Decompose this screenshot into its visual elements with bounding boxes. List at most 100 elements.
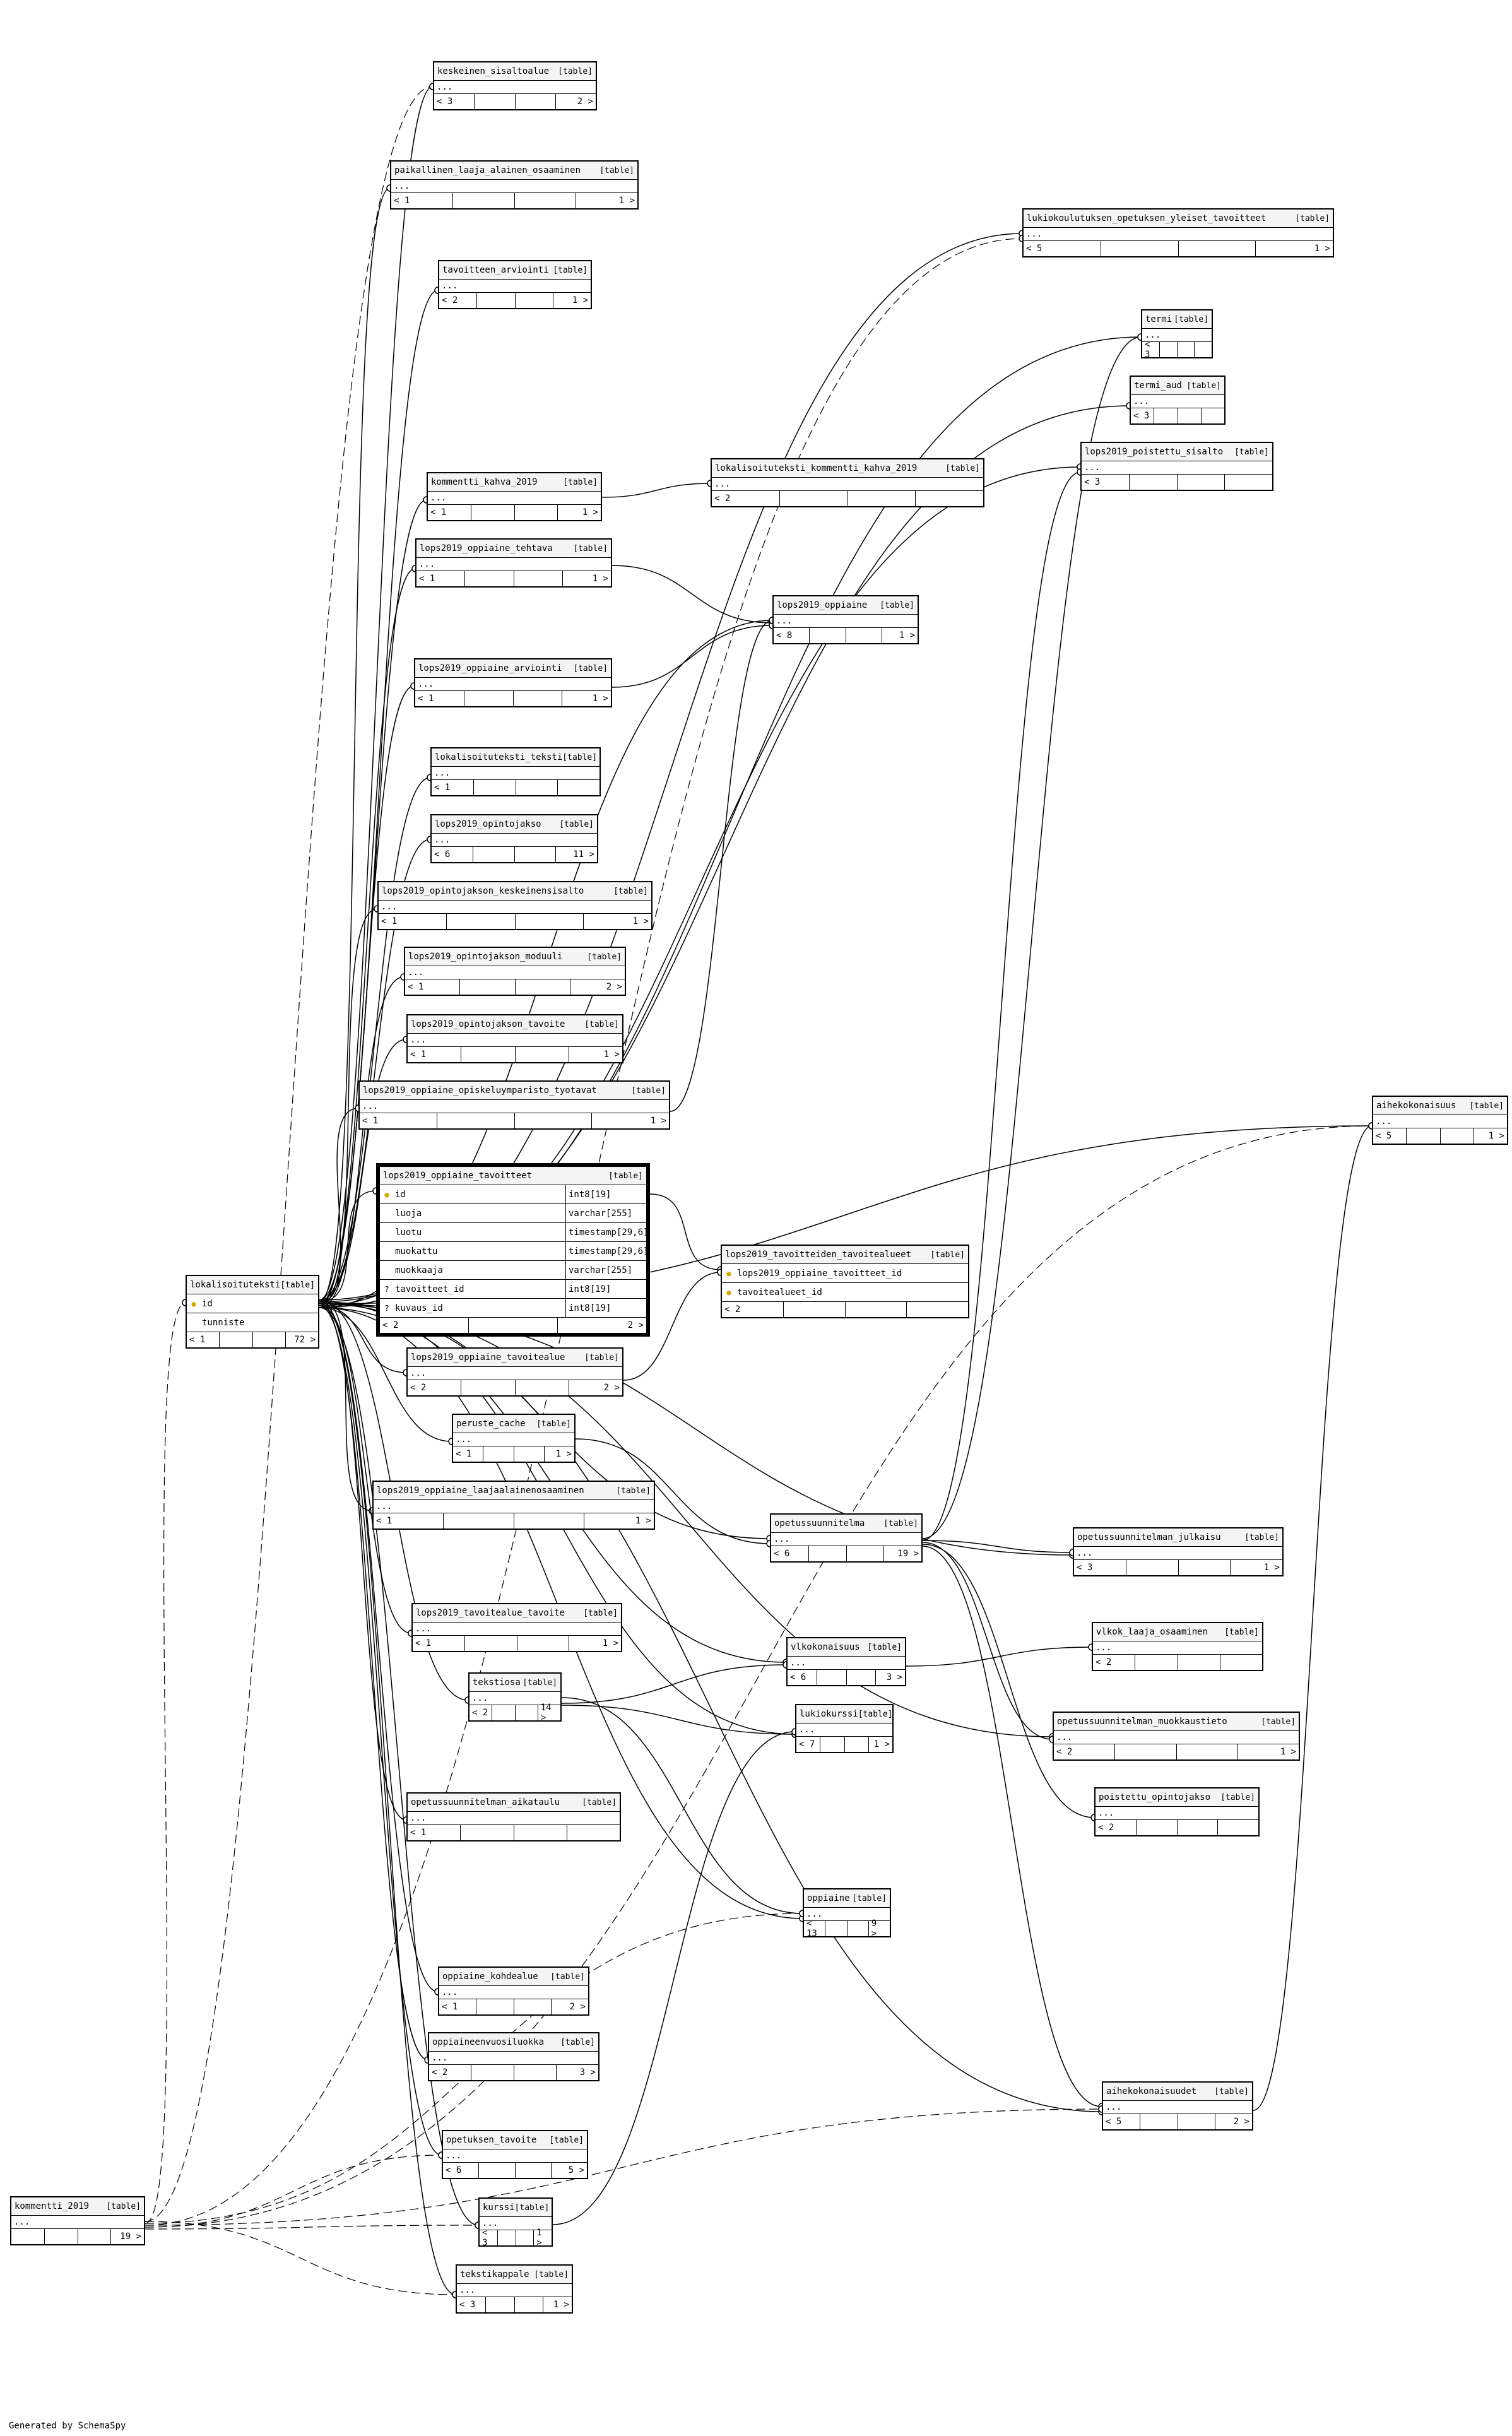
parents-count[interactable]: < 2 — [724, 1304, 741, 1315]
parents-count[interactable]: < 3 — [459, 2300, 476, 2310]
parents-count[interactable]: < 3 — [482, 2228, 488, 2248]
children-count[interactable]: 3 > — [875, 1670, 905, 1685]
children-count[interactable] — [566, 1825, 620, 1840]
parents-count[interactable]: < 1 — [410, 1828, 427, 1838]
parents-count[interactable]: < 1 — [442, 2002, 458, 2012]
children-count[interactable]: 1 > — [582, 914, 651, 929]
parents-count[interactable]: < 3 — [1084, 477, 1101, 487]
parents-count[interactable] — [11, 2229, 44, 2244]
parents-count[interactable]: < 1 — [381, 916, 398, 926]
children-count[interactable]: 14 > — [537, 1703, 560, 1723]
parents-count[interactable]: < 3 — [1145, 340, 1150, 360]
parents-count[interactable]: < 1 — [408, 982, 424, 992]
children-count[interactable] — [1217, 1820, 1258, 1835]
children-count[interactable]: 1 > — [569, 1636, 621, 1651]
parents-count[interactable]: < 2 — [1096, 1657, 1112, 1667]
table-lops2019-opintojakson-keskeinensisalto[interactable]: lops2019_opintojakson_keskeinensisalto[t… — [377, 881, 653, 930]
parents-count[interactable]: < 1 — [362, 1116, 379, 1126]
children-count[interactable]: 1 > — [543, 2297, 572, 2312]
parents-count[interactable]: < 1 — [189, 1335, 206, 1345]
parents-count[interactable]: < 1 — [434, 783, 451, 793]
parents-count[interactable]: < 13 — [806, 1919, 817, 1939]
parents-count[interactable]: < 6 — [774, 1549, 790, 1559]
children-count[interactable]: 2 > — [569, 979, 625, 995]
children-count[interactable]: 1 > — [562, 691, 611, 706]
parents-count[interactable]: < 2 — [714, 494, 731, 504]
children-count[interactable]: 1 > — [552, 293, 591, 308]
children-count[interactable]: 1 > — [568, 1047, 622, 1062]
parents-count[interactable]: < 1 — [419, 574, 435, 584]
table-poistettu-opintojakso[interactable]: poistettu_opintojakso[table]...< 2 — [1094, 1787, 1260, 1836]
parents-count[interactable]: < 6 — [790, 1672, 806, 1682]
children-count[interactable] — [1200, 408, 1224, 423]
parents-count[interactable]: < 1 — [410, 1049, 427, 1060]
children-count[interactable]: 1 > — [1230, 1560, 1282, 1575]
parents-count[interactable]: < 6 — [446, 2165, 462, 2175]
table-lokalisoituteksti-kommentti-kahva-2019[interactable]: lokalisoituteksti_kommentti_kahva_2019[t… — [711, 458, 984, 507]
parents-count[interactable]: < 1 — [376, 1516, 393, 1526]
children-count[interactable]: 9 > — [868, 1919, 890, 1939]
parents-count[interactable]: < 2 — [410, 1383, 427, 1393]
parents-count[interactable]: < 1 — [456, 1449, 472, 1459]
table-lops2019-tavoitteiden-tavoitealueet[interactable]: lops2019_tavoitteiden_tavoitealueet[tabl… — [721, 1245, 969, 1318]
children-count[interactable]: 1 > — [583, 1513, 654, 1528]
children-count[interactable]: 1 > — [591, 1113, 669, 1128]
children-count[interactable] — [1194, 342, 1212, 357]
table-kommentti-2019[interactable]: kommentti_2019[table]...19 > — [10, 2196, 145, 2245]
parents-count[interactable]: < 1 — [418, 694, 434, 704]
children-count[interactable]: 2 > — [1214, 2114, 1252, 2129]
parents-count[interactable]: < 1 — [430, 507, 447, 517]
parents-count[interactable]: < 2 — [1098, 1823, 1114, 1833]
parents-count[interactable]: < 2 — [442, 295, 458, 305]
table-lops2019-oppiaine-arviointi[interactable]: lops2019_oppiaine_arviointi[table]...< 1… — [414, 658, 612, 707]
table-lops2019-oppiaine-laajaalainenosaaminen[interactable]: lops2019_oppiaine_laajaalainenosaaminen[… — [372, 1481, 655, 1530]
table-lops2019-tavoitealue-tavoite[interactable]: lops2019_tavoitealue_tavoite[table]...< … — [411, 1603, 622, 1652]
children-count[interactable]: 5 > — [550, 2163, 587, 2178]
table-opetussuunnitelman-muokkaustieto[interactable]: opetussuunnitelman_muokkaustieto[table].… — [1053, 1712, 1300, 1761]
children-count[interactable]: 1 > — [576, 193, 637, 208]
table-paikallinen-laaja-alainen-osaaminen[interactable]: paikallinen_laaja_alainen_osaaminen[tabl… — [390, 160, 639, 210]
parents-count[interactable]: < 6 — [434, 849, 451, 860]
column-row[interactable]: ●lops2019_oppiaine_tavoitteet_id — [722, 1264, 968, 1283]
table-lops2019-poistettu-sisalto[interactable]: lops2019_poistettu_sisalto[table]...< 3 — [1080, 442, 1273, 491]
children-count[interactable]: 72 > — [285, 1332, 318, 1347]
table-opetussuunnitelman-julkaisu[interactable]: opetussuunnitelman_julkaisu[table]...< 3… — [1073, 1527, 1284, 1576]
parents-count[interactable]: < 1 — [415, 1638, 432, 1648]
column-row[interactable]: ●tavoitealueet_id — [722, 1283, 968, 1301]
children-count[interactable] — [1224, 475, 1272, 490]
table-lukiokoulutuksen-opetuksen-yleiset-tavoitteet[interactable]: lukiokoulutuksen_opetuksen_yleiset_tavoi… — [1022, 208, 1334, 257]
children-count[interactable]: 2 > — [557, 1318, 646, 1333]
children-count[interactable]: 11 > — [555, 847, 597, 862]
children-count[interactable]: 1 > — [1237, 1744, 1299, 1759]
table-opetussuunnitelman-aikataulu[interactable]: opetussuunnitelman_aikataulu[table]...< … — [406, 1792, 621, 1842]
column-row[interactable]: tunniste — [187, 1313, 318, 1332]
table-lops2019-opintojakson-tavoite[interactable]: lops2019_opintojakson_tavoite[table]...<… — [406, 1014, 623, 1063]
parents-count[interactable]: < 2 — [472, 1708, 488, 1718]
children-count[interactable]: 2 > — [555, 94, 596, 109]
parents-count[interactable]: < 5 — [1106, 2117, 1122, 2127]
parents-count[interactable]: < 7 — [799, 1739, 815, 1749]
children-count[interactable]: 19 > — [883, 1546, 921, 1561]
parents-count[interactable]: < 3 — [1133, 411, 1150, 421]
children-count[interactable]: 3 > — [555, 2065, 598, 2080]
children-count[interactable]: 1 > — [868, 1737, 892, 1752]
